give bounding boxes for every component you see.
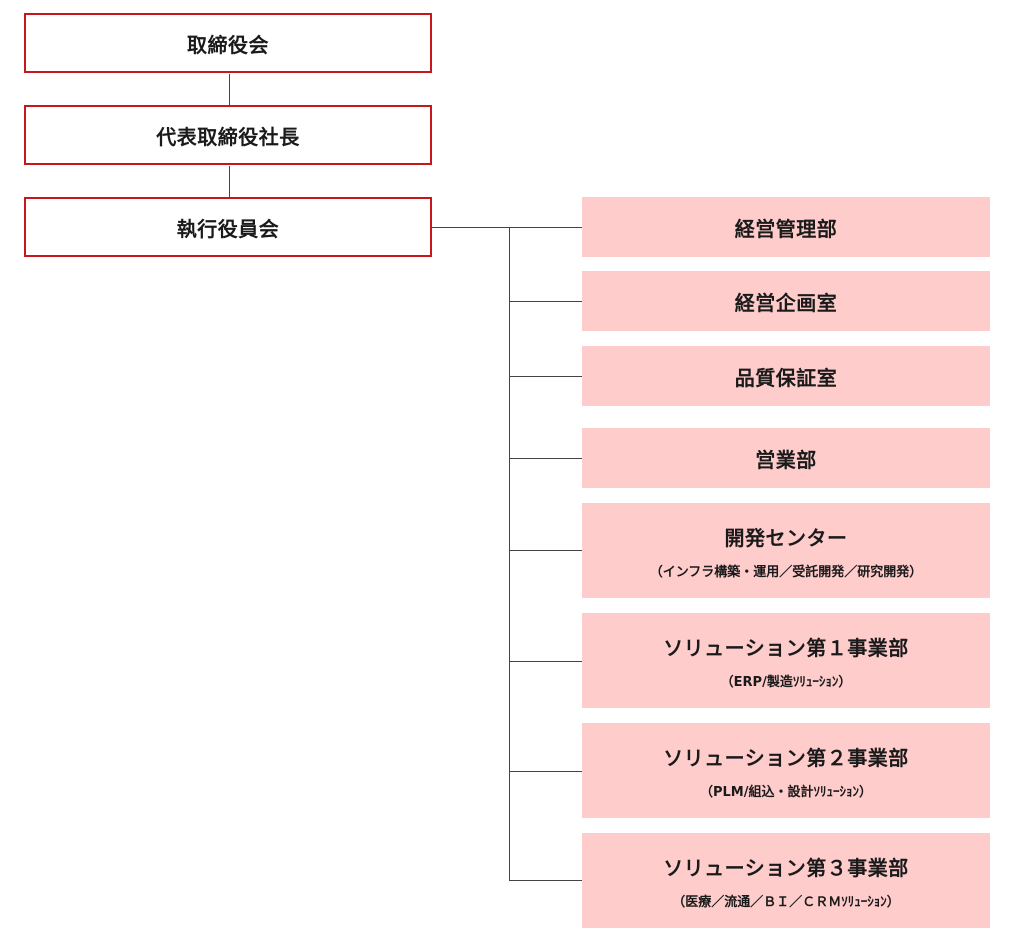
connector-branch-dept-6 [509,661,582,662]
dept-subtitle: （インフラ構築・運用／受託開発／研究開発） [649,564,923,580]
president-label: 代表取締役社長 [156,124,300,149]
connector-branch-dept-2 [509,301,582,302]
connector-president-to-committee [229,166,230,197]
dept-subtitle: （医療／流通／ＢＩ／ＣＲＭｿﾘｭｰｼｮﾝ） [672,894,900,910]
dept-management-admin: 経営管理部 [582,197,990,257]
dept-title: ソリューション第１事業部 [663,635,909,660]
president-box: 代表取締役社長 [24,105,432,165]
dept-title: 品質保証室 [734,365,838,390]
connector-trunk-vertical [509,227,510,881]
dept-title: 開発センター [724,525,848,550]
dept-subtitle: （ERP/製造ｿﾘｭｰｼｮﾝ） [720,674,852,690]
connector-branch-dept-4 [509,458,582,459]
connector-board-to-president [229,74,230,105]
dept-solution-division-3: ソリューション第３事業部 （医療／流通／ＢＩ／ＣＲＭｿﾘｭｰｼｮﾝ） [582,833,990,928]
dept-solution-division-2: ソリューション第２事業部 （PLM/組込・設計ｿﾘｭｰｼｮﾝ） [582,723,990,818]
dept-title: 経営企画室 [734,290,838,315]
connector-branch-dept-1 [509,227,582,228]
board-of-directors-label: 取締役会 [187,32,269,57]
connector-branch-dept-7 [509,771,582,772]
connector-branch-dept-3 [509,376,582,377]
dept-title: 経営管理部 [734,216,838,241]
executive-committee-label: 執行役員会 [176,216,280,241]
dept-quality-assurance: 品質保証室 [582,346,990,406]
dept-sales: 営業部 [582,428,990,488]
connector-branch-dept-5 [509,550,582,551]
dept-title: 営業部 [755,447,817,472]
dept-solution-division-1: ソリューション第１事業部 （ERP/製造ｿﾘｭｰｼｮﾝ） [582,613,990,708]
dept-development-center: 開発センター （インフラ構築・運用／受託開発／研究開発） [582,503,990,598]
dept-title: ソリューション第３事業部 [663,855,909,880]
connector-committee-horizontal [432,227,510,228]
board-of-directors-box: 取締役会 [24,13,432,73]
dept-title: ソリューション第２事業部 [663,745,909,770]
executive-committee-box: 執行役員会 [24,197,432,257]
dept-subtitle: （PLM/組込・設計ｿﾘｭｰｼｮﾝ） [700,784,872,800]
connector-branch-dept-8 [509,880,582,881]
dept-corporate-planning: 経営企画室 [582,271,990,331]
